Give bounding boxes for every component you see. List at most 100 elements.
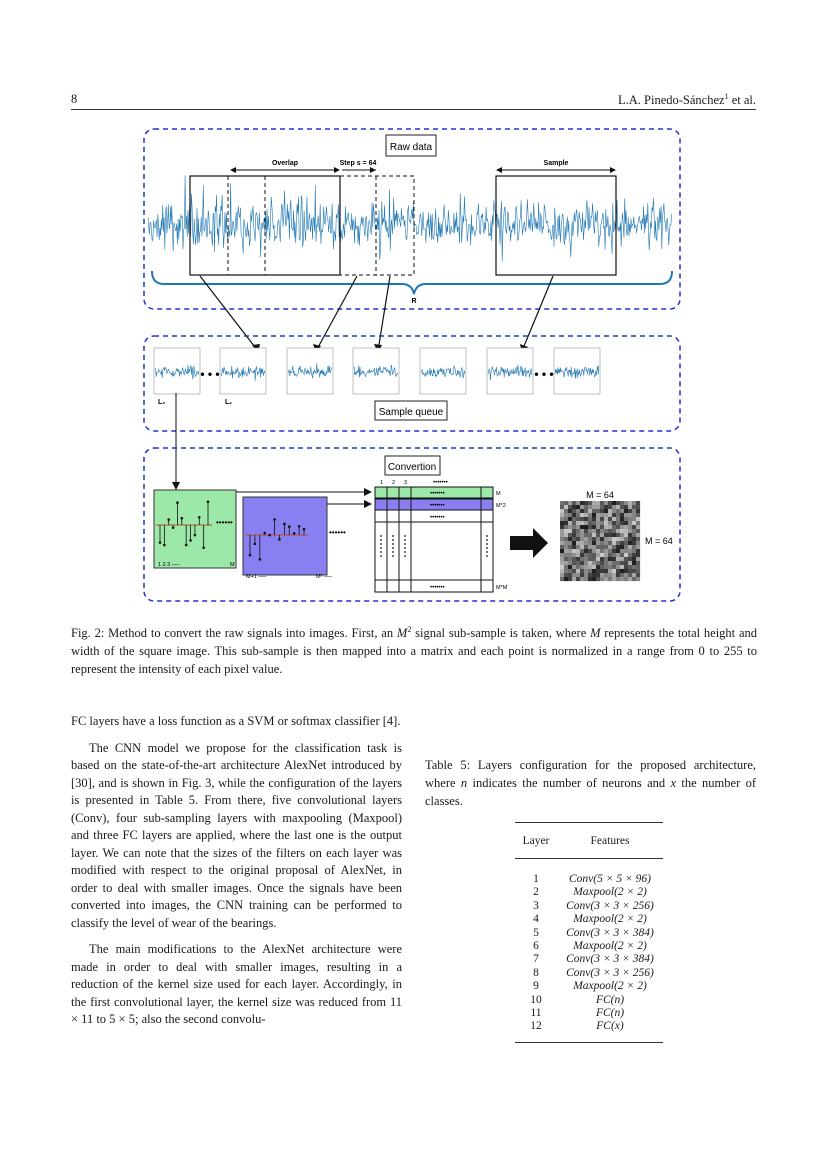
image-pixel	[580, 565, 585, 570]
image-pixel	[576, 573, 581, 578]
image-pixel	[576, 545, 581, 550]
author-superscript: 1	[724, 92, 729, 101]
image-pixel	[572, 509, 577, 514]
image-pixel	[604, 505, 609, 510]
image-pixel	[612, 537, 617, 542]
image-pixel	[564, 529, 569, 534]
image-pixel	[580, 509, 585, 514]
table-caption-a: Table 5: Layers configuration for the pr…	[425, 758, 756, 790]
image-pixel	[572, 545, 577, 550]
layer-cell: 12	[530, 1020, 542, 1033]
image-pixel	[624, 513, 629, 518]
queue-ellipsis-2: • • •	[534, 367, 553, 381]
image-pixel	[624, 501, 629, 506]
image-pixel	[624, 509, 629, 514]
layer-cell: 1	[533, 873, 539, 885]
image-pixel	[636, 541, 641, 546]
body-text-left: FC layers have a loss function as a SVM …	[71, 713, 402, 1038]
image-pixel	[564, 549, 569, 554]
image-pixel	[576, 565, 581, 570]
stem-marker	[292, 532, 296, 535]
sample-queue-label-box	[374, 400, 448, 421]
image-pixel	[560, 521, 565, 526]
feature-cell: Conv(3 × 3 × 256)	[566, 899, 654, 912]
feature-cell: Conv(3 × 3 × 256)	[566, 966, 654, 979]
image-pixel	[596, 529, 601, 534]
image-pixel	[584, 573, 589, 578]
image-pixel	[588, 541, 593, 546]
image-pixel	[576, 569, 581, 574]
image-pixel	[636, 525, 641, 530]
stem-marker	[302, 527, 306, 531]
image-pixel	[592, 529, 597, 534]
image-pixel	[564, 533, 569, 538]
image-pixel	[616, 573, 621, 578]
matrix-col-label-2: 2	[392, 480, 395, 486]
image-pixel	[564, 537, 569, 542]
image-pixel	[632, 505, 637, 510]
thumbnail-frame	[486, 347, 534, 395]
stem-marker	[258, 558, 262, 561]
image-pixel	[568, 565, 573, 570]
paragraph-1: FC layers have a loss function as a SVM …	[71, 714, 401, 728]
feature-cell: FC(x)	[596, 1020, 624, 1033]
image-pixel	[596, 505, 601, 510]
image-pixel	[572, 521, 577, 526]
image-pixel	[592, 573, 597, 578]
image-pixel	[580, 505, 585, 510]
overlap-arrowhead-right	[334, 167, 340, 173]
image-pixel	[632, 537, 637, 542]
image-pixel	[608, 529, 613, 534]
image-pixel	[632, 561, 637, 566]
image-pixel	[636, 549, 641, 554]
image-pixel	[592, 533, 597, 538]
image-pixel	[584, 533, 589, 538]
stem-marker	[297, 524, 301, 528]
image-pixel	[572, 549, 577, 554]
image-pixel	[612, 557, 617, 562]
image-pixel	[568, 577, 573, 582]
thumbnail-signal	[287, 363, 333, 379]
caption-m2: M	[590, 626, 601, 641]
image-pixel	[636, 513, 641, 518]
sample-queue-panel	[143, 335, 681, 432]
image-pixel	[620, 545, 625, 550]
image-pixel	[560, 561, 565, 566]
image-pixel	[616, 521, 621, 526]
image-pixel	[568, 549, 573, 554]
matrix-row2-dots: •••••••	[430, 503, 445, 509]
image-pixel	[584, 569, 589, 574]
sample-thumbnails	[153, 347, 601, 395]
image-pixel	[612, 529, 617, 534]
image-pixel	[584, 561, 589, 566]
stem-marker	[287, 525, 291, 528]
stem-marker	[278, 538, 281, 541]
image-pixel	[568, 529, 573, 534]
stem-marker	[171, 526, 175, 529]
image-pixel	[600, 505, 605, 510]
image-pixel	[572, 525, 577, 530]
image-pixel	[628, 517, 633, 522]
image-pixel	[604, 501, 609, 506]
layer-cell: 9	[533, 980, 539, 993]
big-arrow-icon	[510, 528, 548, 558]
layer-cell: 4	[533, 913, 539, 926]
image-pixel	[576, 525, 581, 530]
image-pixel	[600, 565, 605, 570]
image-pixel	[632, 509, 637, 514]
image-pixel	[596, 561, 601, 566]
stem-marker	[158, 541, 162, 544]
stem-marker	[248, 553, 252, 557]
image-pixel	[576, 549, 581, 554]
image-pixel	[576, 557, 581, 562]
image-pixel	[612, 577, 617, 582]
thumbnail-frame	[286, 347, 334, 395]
image-pixel	[620, 509, 625, 514]
image-pixel	[620, 505, 625, 510]
matrix-vertical-dots	[380, 535, 488, 557]
feature-cell: Conv(5 × 5 × 96)	[569, 873, 651, 885]
image-pixel	[564, 513, 569, 518]
image-pixel	[608, 561, 613, 566]
